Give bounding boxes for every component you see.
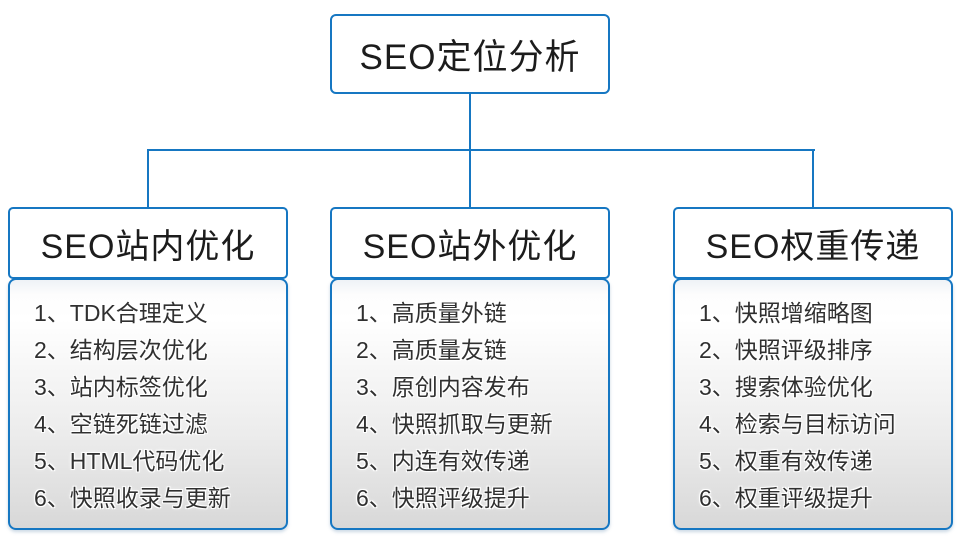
list-item: 4、空链死链过滤 [34,411,208,437]
branch-list-onsite: 1、TDK合理定义 2、结构层次优化 3、站内标签优化 4、空链死链过滤 5、H… [8,278,288,530]
root-node-title: SEO定位分析 [359,37,581,77]
connector-middle-vertical [469,151,471,208]
list-item: 3、原创内容发布 [356,374,530,400]
list-item: 1、高质量外链 [356,300,507,326]
branch-title: SEO站外优化 [362,227,578,266]
list-item: 4、检索与目标访问 [699,411,896,437]
list-item: 6、快照收录与更新 [34,485,231,511]
branch-title: SEO权重传递 [705,227,921,266]
list-item: 2、高质量友链 [356,337,507,363]
list-item: 5、内连有效传递 [356,448,530,474]
branch-title: SEO站内优化 [40,227,256,266]
connector-root-vertical [469,94,471,150]
root-node-seo-positioning: SEO定位分析 [330,14,610,94]
list-item: 2、结构层次优化 [34,337,208,363]
branch-header-onsite: SEO站内优化 [8,207,288,279]
list-item: 1、快照增缩略图 [699,300,873,326]
connector-right-vertical [812,151,814,208]
connector-left-vertical [147,151,149,208]
list-item: 5、HTML代码优化 [34,448,225,474]
connector-horizontal [147,149,815,151]
branch-list-weight: 1、快照增缩略图 2、快照评级排序 3、搜索体验优化 4、检索与目标访问 5、权… [673,278,953,530]
list-item: 4、快照抓取与更新 [356,411,553,437]
branch-header-weight: SEO权重传递 [673,207,953,279]
list-item: 3、站内标签优化 [34,374,208,400]
list-item: 2、快照评级排序 [699,337,873,363]
list-item: 1、TDK合理定义 [34,300,208,326]
list-item: 6、快照评级提升 [356,485,530,511]
list-item: 6、权重评级提升 [699,485,873,511]
branch-header-offsite: SEO站外优化 [330,207,610,279]
branch-list-offsite: 1、高质量外链 2、高质量友链 3、原创内容发布 4、快照抓取与更新 5、内连有… [330,278,610,530]
list-item: 3、搜索体验优化 [699,374,873,400]
list-item: 5、权重有效传递 [699,448,873,474]
